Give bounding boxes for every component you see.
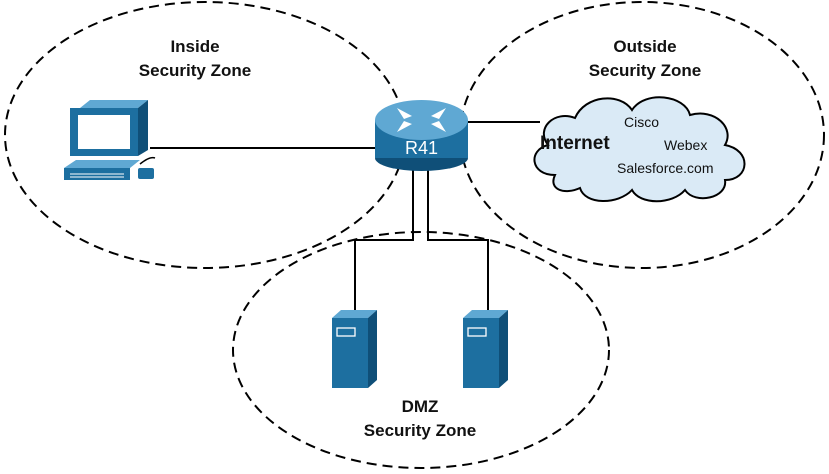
dmz-zone-boundary <box>232 231 610 469</box>
dmz-zone-subtitle: Security Zone <box>364 421 476 440</box>
router-icon: R41 <box>375 100 468 171</box>
server-icon <box>332 310 377 388</box>
internet-cloud-icon: Internet Cisco Webex Salesforce.com <box>533 96 746 203</box>
server-icon <box>463 310 508 388</box>
dmz-zone-title: DMZ <box>402 397 439 416</box>
inside-zone-subtitle: Security Zone <box>139 61 251 80</box>
link-router-server-left <box>354 158 414 310</box>
cloud-site-webex: Webex <box>664 137 707 153</box>
router-label: R41 <box>405 138 438 158</box>
link-router-server-right <box>427 158 489 310</box>
cloud-title: Internet <box>540 133 610 154</box>
pc-workstation-icon <box>64 100 156 180</box>
outside-zone-title: Outside <box>613 37 676 56</box>
inside-zone-title: Inside <box>170 37 219 56</box>
cloud-site-salesforce: Salesforce.com <box>617 160 713 176</box>
cloud-site-cisco: Cisco <box>624 114 659 130</box>
outside-zone-subtitle: Security Zone <box>589 61 701 80</box>
